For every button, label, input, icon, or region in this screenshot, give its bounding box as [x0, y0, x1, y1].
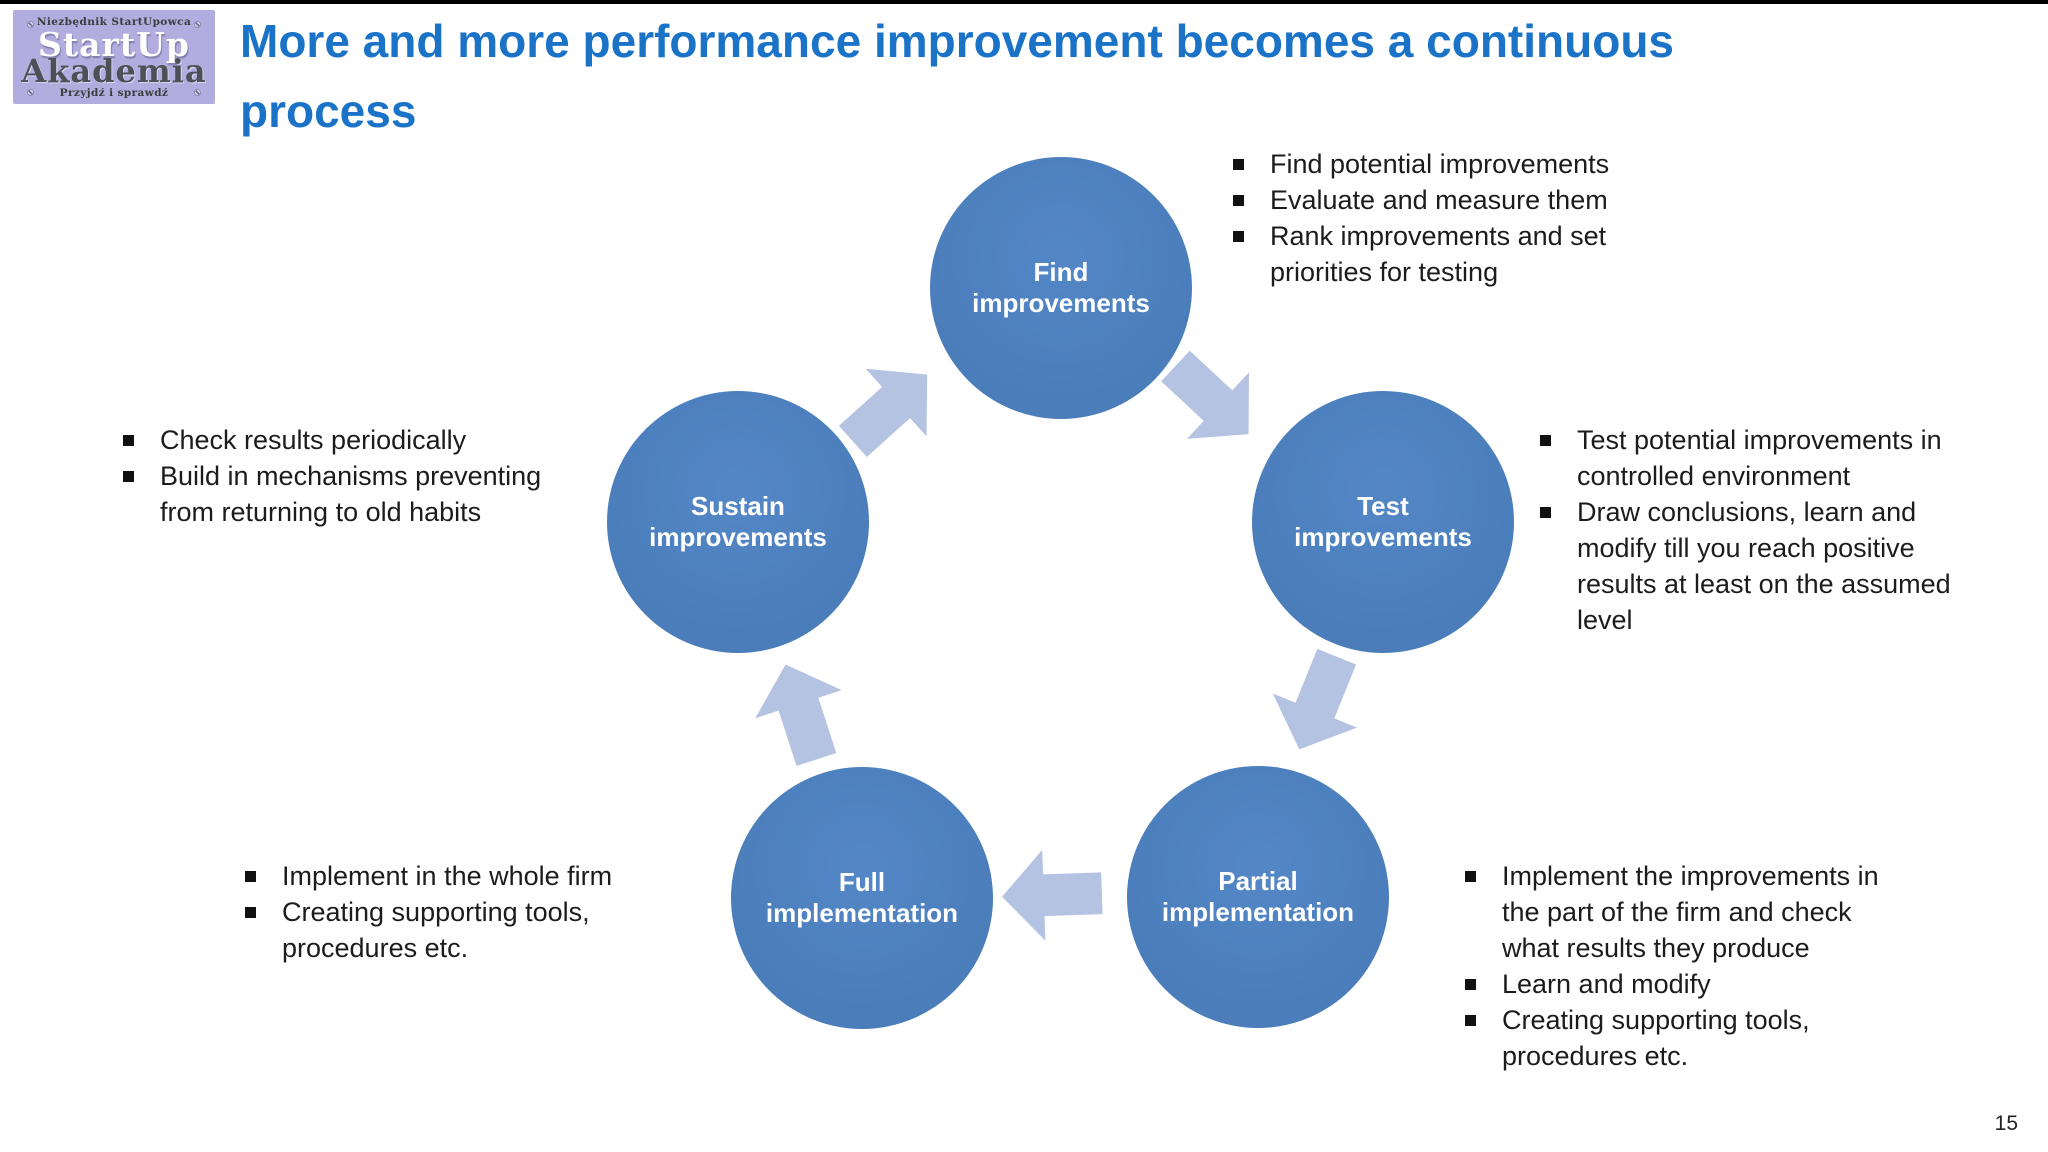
bullet-item: Learn and modify — [1465, 966, 1897, 1002]
logo-name-line1: StartUp — [38, 25, 190, 64]
bullet-square-icon — [1465, 871, 1476, 882]
notes-test-improvements: Test potential improvements in controlle… — [1540, 422, 1962, 638]
bullet-text: Build in mechanisms preventing from retu… — [160, 461, 542, 527]
arrow-test-to-partial-icon — [1257, 639, 1380, 766]
bullet-square-icon — [123, 435, 134, 446]
bullet-square-icon — [1540, 435, 1551, 446]
bullet-text: Evaluate and measure them — [1270, 185, 1608, 215]
bullet-text: Test potential improvements in controlle… — [1577, 425, 1942, 491]
bullet-text: Rank improvements and set priorities for… — [1270, 221, 1607, 287]
bullet-square-icon — [1465, 1015, 1476, 1026]
screw-icon — [194, 89, 201, 96]
node-partial-implementation: Partial implementation — [1127, 766, 1389, 1028]
node-label: Full implementation — [765, 867, 959, 928]
node-label: Find improvements — [972, 257, 1150, 318]
bullet-square-icon — [245, 907, 256, 918]
bullet-item: Creating supporting tools, procedures et… — [245, 894, 627, 966]
node-find-improvements: Find improvements — [930, 157, 1192, 419]
bullet-item: Check results periodically — [123, 422, 550, 458]
node-test-improvements: Test improvements — [1252, 391, 1514, 653]
bullet-item: Build in mechanisms preventing from retu… — [123, 458, 550, 530]
bullet-square-icon — [1540, 507, 1551, 518]
top-border — [0, 0, 2048, 4]
page-title: More and more performance improvement be… — [240, 15, 1674, 137]
node-label: Test improvements — [1294, 491, 1472, 552]
bullet-item: Implement in the whole firm — [245, 858, 627, 894]
screw-icon — [194, 21, 201, 28]
arrow-full-to-sustain-icon — [742, 650, 860, 774]
node-sustain-improvements: Sustain improvements — [607, 391, 869, 653]
bullet-text: Implement the improvements in the part o… — [1502, 861, 1879, 963]
bullet-item: Evaluate and measure them — [1233, 182, 1620, 218]
page-number: 15 — [1994, 1112, 2018, 1135]
bullet-text: Learn and modify — [1502, 969, 1711, 999]
bullet-text: Check results periodically — [160, 425, 467, 455]
bullet-square-icon — [1233, 231, 1244, 242]
screw-icon — [27, 21, 34, 28]
bullet-item: Creating supporting tools, procedures et… — [1465, 1002, 1897, 1074]
arrow-partial-to-full-icon — [1000, 847, 1103, 942]
node-full-implementation: Full implementation — [731, 767, 993, 1029]
bullet-item: Draw conclusions, learn and modify till … — [1540, 494, 1962, 638]
bullet-text: Find potential improvements — [1270, 149, 1610, 179]
notes-partial-implementation: Implement the improvements in the part o… — [1465, 858, 1897, 1074]
logo-name-line2: Akademia — [21, 52, 207, 90]
bullet-square-icon — [1233, 159, 1244, 170]
bullet-square-icon — [245, 871, 256, 882]
bullet-text: Creating supporting tools, procedures et… — [282, 897, 590, 963]
bullet-text: Creating supporting tools, procedures et… — [1502, 1005, 1810, 1071]
bullet-item: Rank improvements and set priorities for… — [1233, 218, 1620, 290]
arrow-sustain-to-find-icon — [822, 340, 958, 475]
bullet-text: Draw conclusions, learn and modify till … — [1577, 497, 1951, 635]
bullet-square-icon — [1465, 979, 1476, 990]
bullet-square-icon — [123, 471, 134, 482]
bullet-item: Implement the improvements in the part o… — [1465, 858, 1897, 966]
screw-icon — [27, 89, 34, 96]
node-label: Partial implementation — [1161, 866, 1355, 927]
bullet-text: Implement in the whole firm — [282, 861, 613, 891]
node-label: Sustain improvements — [649, 491, 827, 552]
bullet-square-icon — [1233, 195, 1244, 206]
bullet-item: Find potential improvements — [1233, 146, 1620, 182]
logo-tagline-bottom: Przyjdź i sprawdź — [59, 87, 169, 99]
arrow-find-to-test-icon — [1144, 332, 1280, 467]
startup-akademia-logo: Niezbędnik StartUpowca StartUp Akademia … — [13, 10, 215, 104]
bullet-item: Test potential improvements in controlle… — [1540, 422, 1962, 494]
logo-tagline-top: Niezbędnik StartUpowca — [36, 16, 192, 28]
